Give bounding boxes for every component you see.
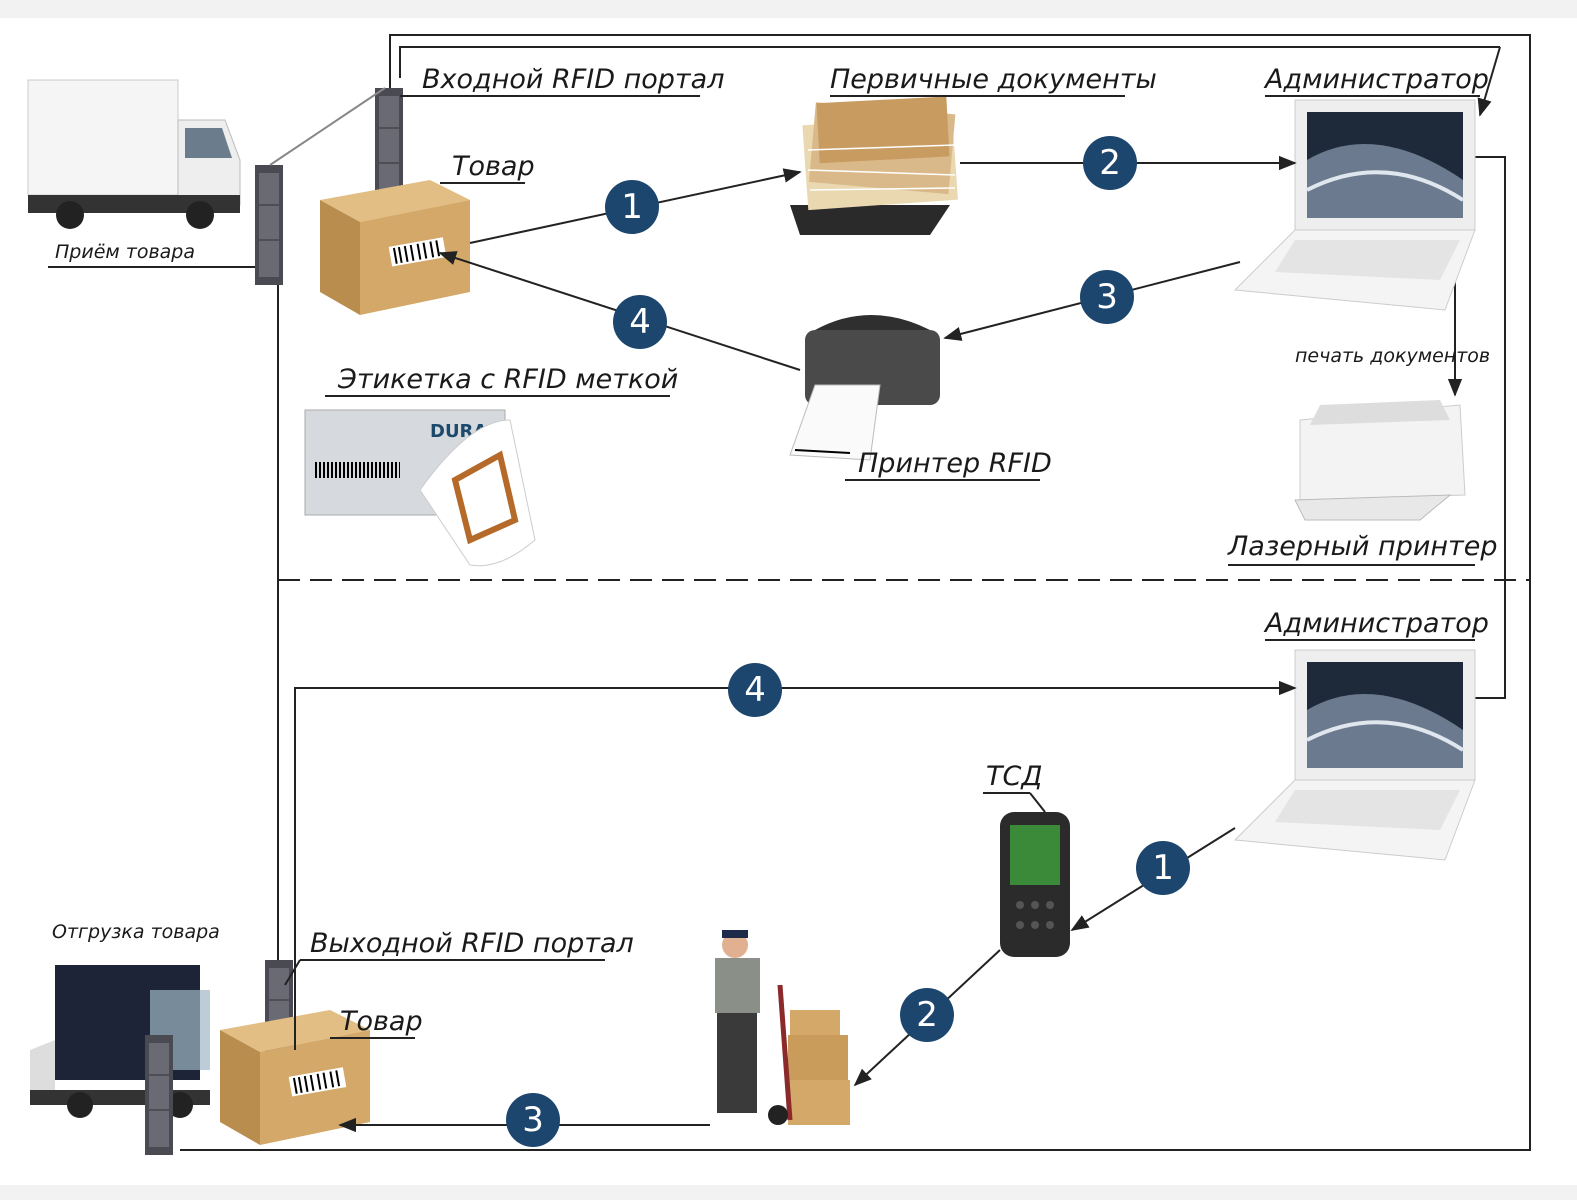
- svg-text:3: 3: [522, 1100, 544, 1140]
- goods-label-bottom: Товар: [340, 1006, 423, 1037]
- bottom-step-4: 4: [728, 663, 782, 717]
- tsd-label: ТСД: [986, 761, 1042, 792]
- svg-text:4: 4: [629, 302, 651, 342]
- top-step-2: 2: [1083, 136, 1137, 190]
- primary-docs-icon: [790, 96, 958, 235]
- admin-label-bottom: Администратор: [1263, 608, 1489, 639]
- admin-laptop-bottom-icon: [1233, 648, 1477, 862]
- print-docs-label: печать документов: [1295, 345, 1490, 367]
- admin-label-top: Администратор: [1263, 64, 1489, 95]
- svg-text:1: 1: [621, 187, 643, 227]
- top-step-3: 3: [1080, 270, 1134, 324]
- rfid-label-label: Этикетка с RFID меткой: [337, 364, 678, 395]
- tsd-icon: [1000, 812, 1070, 957]
- top-step-4: 4: [613, 295, 667, 349]
- input-portal-label: Входной RFID портал: [422, 64, 724, 95]
- input-portal: [254, 87, 404, 286]
- goods-box-icon: [319, 179, 471, 316]
- laser-printer-icon: [1294, 400, 1466, 521]
- receiving-label: Приём товара: [55, 241, 195, 263]
- laser-printer-label: Лазерный принтер: [1227, 531, 1498, 562]
- bottom-step-3: 3: [506, 1093, 560, 1147]
- primary-docs-label: Первичные документы: [830, 64, 1157, 95]
- worker-with-cart-icon: [715, 930, 850, 1125]
- top-strip: [0, 0, 1577, 18]
- svg-text:3: 3: [1096, 277, 1118, 317]
- connection-lines: [180, 34, 1531, 1151]
- rfid-label-icon: DURAP: [304, 409, 536, 567]
- svg-text:2: 2: [916, 995, 938, 1035]
- goods-label: Товар: [452, 151, 535, 182]
- svg-text:4: 4: [744, 670, 766, 710]
- bottom-strip: [0, 1185, 1577, 1200]
- shipping-truck: [30, 965, 210, 1118]
- admin-laptop-top-icon: [1233, 98, 1477, 312]
- bottom-step-1: 1: [1136, 841, 1190, 895]
- top-step-1: 1: [605, 180, 659, 234]
- bottom-step-2: 2: [900, 988, 954, 1042]
- rfid-printer-label: Принтер RFID: [858, 448, 1052, 479]
- output-portal-label: Выходной RFID портал: [310, 928, 634, 959]
- shipping-label: Отгрузка товара: [52, 921, 220, 943]
- svg-text:2: 2: [1099, 143, 1121, 183]
- rfid-printer-icon: [789, 315, 940, 461]
- receiving-truck: [27, 79, 241, 229]
- svg-text:1: 1: [1152, 848, 1174, 888]
